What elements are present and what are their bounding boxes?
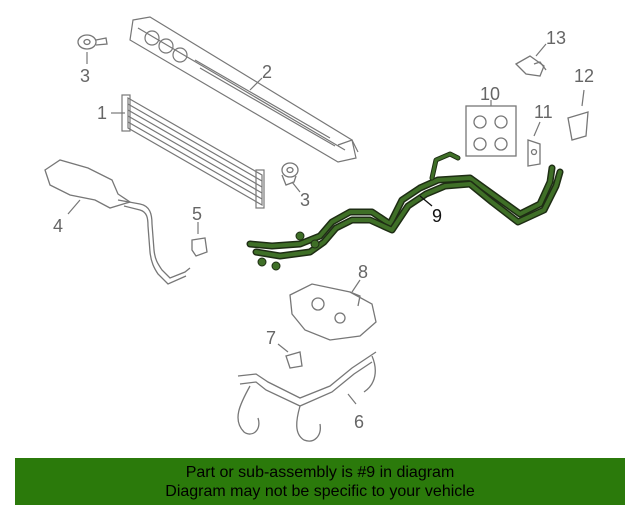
callout-4: 4 (53, 216, 63, 236)
callout-2: 2 (262, 62, 272, 82)
part-10-grommets (465, 105, 517, 157)
part-5-clip (191, 237, 208, 257)
part-13-connector (514, 55, 547, 77)
leader-6 (347, 393, 357, 405)
leader-9 (419, 195, 433, 207)
callout-6: 6 (354, 412, 364, 432)
leader-11 (533, 121, 541, 137)
callout-13: 13 (546, 28, 566, 48)
callout-5: 5 (192, 204, 202, 224)
part-6-hose (237, 351, 377, 442)
banner-line-2: Diagram may not be specific to your vehi… (165, 483, 475, 500)
part-1-cooler (121, 94, 265, 209)
leader-13 (535, 43, 547, 57)
callout-3b: 3 (300, 190, 310, 210)
part-3-bolt-top (77, 34, 108, 50)
part-4-hose (44, 159, 191, 285)
parts-diagram: 3 2 1 3 4 5 (44, 16, 594, 442)
part-8-housing (289, 283, 377, 341)
callout-9: 9 (432, 206, 442, 226)
leader-3b (291, 181, 301, 193)
part-11-bracket (527, 139, 541, 167)
callout-8: 8 (358, 262, 368, 282)
part-9-cooler-lines (246, 151, 564, 271)
callout-10: 10 (480, 84, 500, 104)
part-12-shield (567, 111, 589, 141)
leader-12 (581, 89, 585, 107)
part-7-clip (285, 351, 303, 369)
leader-7 (277, 343, 289, 353)
callout-12: 12 (574, 66, 594, 86)
part-3-bolt-mid (281, 162, 299, 186)
callout-1: 1 (97, 103, 107, 123)
part-2-support (129, 16, 359, 163)
banner-line-1: Part or sub-assembly is #9 in diagram (185, 464, 455, 481)
leader-4 (67, 199, 81, 215)
callout-11: 11 (534, 102, 553, 122)
leader-2 (249, 77, 263, 91)
callout-7: 7 (266, 328, 276, 348)
callout-3a: 3 (80, 66, 90, 86)
leader-8 (351, 279, 361, 293)
info-banner: Part or sub-assembly is #9 in diagram Di… (15, 458, 625, 505)
